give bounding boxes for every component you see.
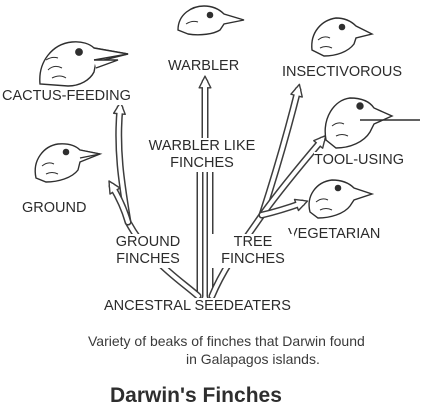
label-ground-finches: GROUND FINCHES [108,234,188,268]
label-warbler-like-line2: FINCHES [170,155,234,171]
bird-insectivorous-icon [311,17,375,57]
label-warbler-like-line1: WARBLER LIKE [148,138,256,154]
caption-line2: in Galapagos islands. [186,351,320,367]
label-ground: GROUND [22,200,87,217]
label-ancestral-seedeaters: ANCESTRAL SEEDEATERS [104,298,291,315]
label-vegetarian: VEGETARIAN [288,226,381,243]
label-ground-finches-line1: GROUND [115,234,181,250]
caption-line1: Variety of beaks of finches that Darwin … [88,333,365,349]
label-warbler-like-finches: WARBLER LIKE FINCHES [142,138,262,172]
label-tree-finches-line2: FINCHES [221,251,285,267]
label-warbler: WARBLER [168,58,240,75]
bird-vegetarian-icon [308,179,375,219]
bird-warbler-icon [177,5,245,36]
figure-title: Darwin's Finches [110,384,282,407]
label-ground-finches-line2: FINCHES [116,251,180,267]
label-tree-finches: TREE FINCHES [212,234,294,268]
label-tool-using: TOOL-USING [314,152,404,169]
label-tree-finches-line1: TREE [233,234,273,250]
label-insectivorous: INSECTIVOROUS [282,64,403,81]
bird-tool-using-icon [324,97,420,149]
bird-ground-icon [34,143,103,183]
label-cactus-feeding: CACTUS-FEEDING [2,88,131,105]
bird-cactus-feeding-icon [39,41,129,87]
trunk [196,146,214,300]
